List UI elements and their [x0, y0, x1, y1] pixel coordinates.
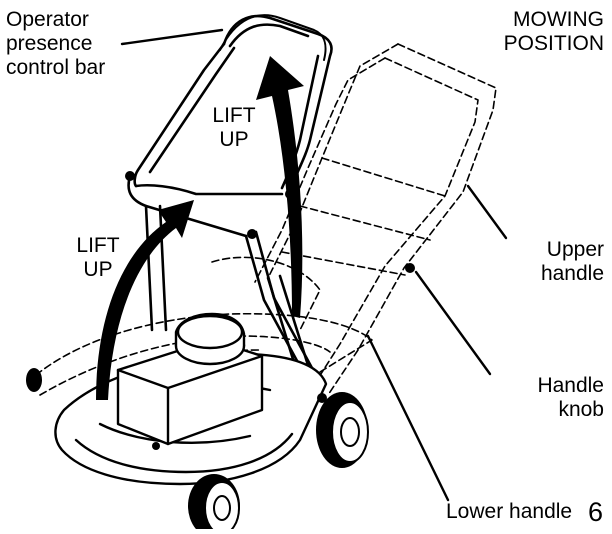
label-mowing-position: MOWING POSITION [504, 8, 604, 56]
front-right-wheel [188, 474, 240, 534]
label-lift-up-top: LIFT UP [204, 104, 264, 152]
label-operator-line1: Operator [6, 8, 89, 31]
label-lift-top-line1: LIFT [212, 104, 256, 127]
leader-operator-bar [120, 28, 224, 46]
leader-handle-knob [414, 270, 492, 376]
label-lift-left-line2: UP [83, 258, 113, 281]
leader-lower-handle [366, 334, 450, 502]
label-operator-presence-control-bar: Operator presence control bar [6, 8, 105, 80]
label-mowing-line2: POSITION [503, 32, 604, 55]
engine [116, 312, 264, 446]
label-lift-left-line1: LIFT [76, 234, 120, 257]
lift-arrow-top [256, 56, 304, 318]
label-knob-line1: Handle [537, 374, 604, 397]
label-knob-line2: knob [558, 398, 604, 421]
label-lift-up-left: LIFT UP [68, 234, 128, 282]
front-left-wheel [26, 368, 42, 392]
label-handle-knob: Handle knob [537, 374, 604, 422]
label-operator-line2: presence [6, 32, 93, 55]
label-upper-line2: handle [540, 262, 604, 285]
leader-upper-handle [466, 184, 508, 240]
page-number: 6 [588, 497, 604, 527]
lift-arrow-left [96, 200, 194, 400]
label-mowing-line1: MOWING [513, 8, 604, 31]
label-upper-line1: Upper [546, 238, 604, 261]
rear-right-wheel [316, 392, 369, 468]
label-operator-line3: control bar [6, 56, 106, 79]
lifted-upper-handle [127, 14, 333, 384]
label-lower-handle: Lower handle [446, 500, 573, 523]
label-lift-top-line2: UP [219, 128, 249, 151]
label-upper-handle: Upper handle [541, 238, 604, 286]
